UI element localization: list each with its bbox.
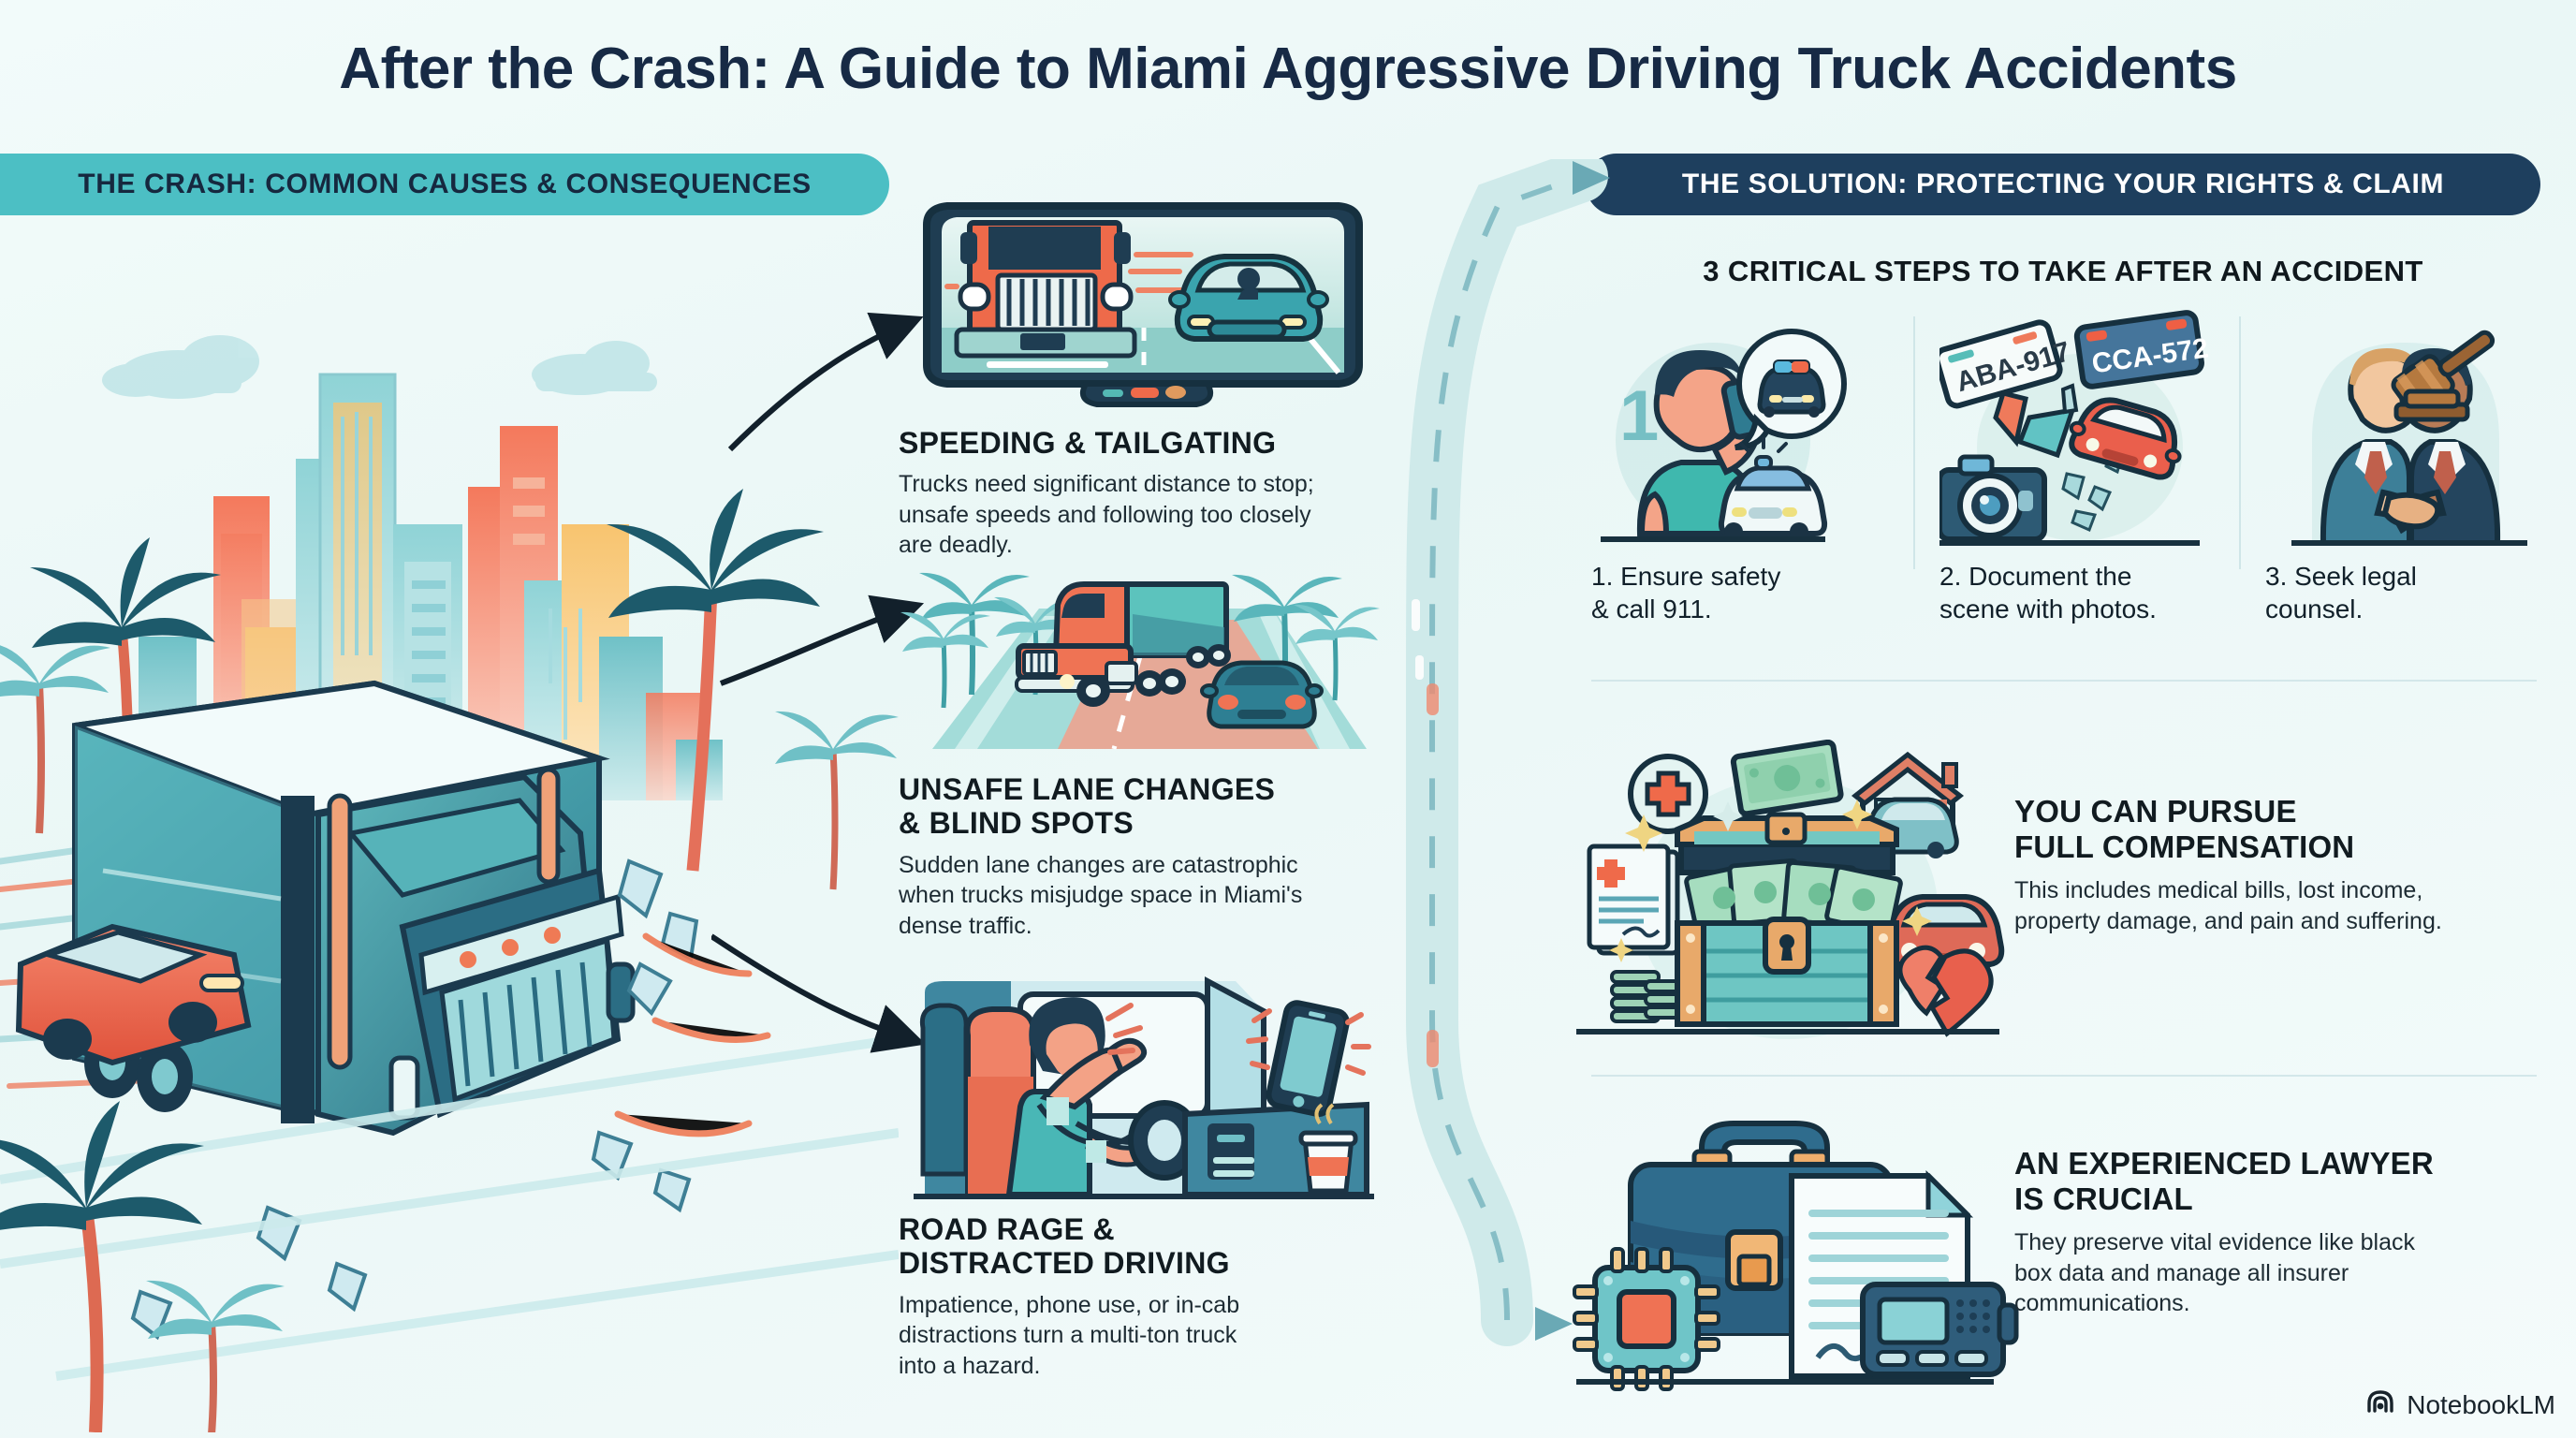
cause-block-speeding: SPEEDING & TAILGATING Trucks need signif… <box>899 187 1423 561</box>
compensation-heading: YOU CAN PURSUE FULL COMPENSATION <box>2014 794 2355 864</box>
cause-body: Impatience, phone use, or in-cab distrac… <box>899 1291 1240 1379</box>
step-3: 3. Seek legal counsel. <box>2265 309 2561 626</box>
section-divider-2 <box>1591 1075 2537 1077</box>
compensation-body: This includes medical bills, lost income… <box>2014 877 2442 934</box>
camera-license-plates-crash-debris-illustration: ABA-917 CCA-572 <box>1934 309 2235 552</box>
treasure-chest-compensation-illustration <box>1554 739 2041 1053</box>
lawyer-body: They preserve vital evidence like black … <box>2014 1229 2415 1317</box>
section-divider-1 <box>1591 680 2537 682</box>
step-1: 1 <box>1591 309 1887 626</box>
banner-solution-section: THE SOLUTION: PROTECTING YOUR RIGHTS & C… <box>1586 154 2540 215</box>
lawyer-handshake-gavel-illustration <box>2265 309 2561 552</box>
lawyer-heading: AN EXPERIENCED LAWYER IS CRUCIAL <box>2014 1146 2434 1216</box>
connector-arrows <box>710 281 955 1222</box>
notebooklm-watermark: NotebookLM <box>2365 1388 2555 1421</box>
compensation-block: YOU CAN PURSUE FULL COMPENSATION This in… <box>1554 739 2546 1058</box>
cause-heading: SPEEDING & TAILGATING <box>899 426 1277 460</box>
step-label: 3. Seek legal counsel. <box>2265 562 2417 624</box>
step-number-1: 1 <box>1619 376 1659 456</box>
step-label: 1. Ensure safety & call 911. <box>1591 562 1781 624</box>
banner-solution-label: THE SOLUTION: PROTECTING YOUR RIGHTS & C… <box>1681 169 2445 199</box>
cause-block-lane-changes: UNSAFE LANE CHANGES & BLIND SPOTS Sudden… <box>899 571 1423 941</box>
flow-ribbon-arrow <box>1395 150 1657 1362</box>
rearview-mirror-truck-tailgating-illustration <box>899 187 1423 426</box>
truck-lane-change-highway-illustration <box>899 571 1423 772</box>
step-label: 2. Document the scene with photos. <box>1939 562 2157 624</box>
cause-body: Trucks need significant distance to stop… <box>899 471 1314 559</box>
briefcase-document-black-box-illustration <box>1554 1093 2041 1398</box>
person-calling-911-police-car-illustration: 1 <box>1591 309 1887 552</box>
cause-heading: UNSAFE LANE CHANGES & BLIND SPOTS <box>899 772 1276 841</box>
banner-crash-label: THE CRASH: COMMON CAUSES & CONSEQUENCES <box>78 169 812 199</box>
notebooklm-label: NotebookLM <box>2407 1389 2555 1419</box>
step-divider-1 <box>1913 316 1915 569</box>
lawyer-block: AN EXPERIENCED LAWYER IS CRUCIAL They pr… <box>1554 1093 2546 1402</box>
steps-section-title: 3 CRITICAL STEPS TO TAKE AFTER AN ACCIDE… <box>1703 255 2423 287</box>
miami-truck-crash-illustration <box>0 215 899 1432</box>
page-title: After the Crash: A Guide to Miami Aggres… <box>339 37 2237 101</box>
notebooklm-logo-icon <box>2365 1388 2397 1421</box>
angry-driver-cab-phone-illustration <box>899 974 1423 1212</box>
step-2: ABA-917 CCA-572 <box>1934 309 2235 626</box>
cause-heading: ROAD RAGE & DISTRACTED DRIVING <box>899 1212 1230 1281</box>
step-divider-2 <box>2239 316 2241 569</box>
cause-body: Sudden lane changes are catastrophic whe… <box>899 851 1303 939</box>
cause-block-road-rage: ROAD RAGE & DISTRACTED DRIVING Impatienc… <box>899 974 1423 1381</box>
banner-crash-section: THE CRASH: COMMON CAUSES & CONSEQUENCES <box>0 154 889 215</box>
